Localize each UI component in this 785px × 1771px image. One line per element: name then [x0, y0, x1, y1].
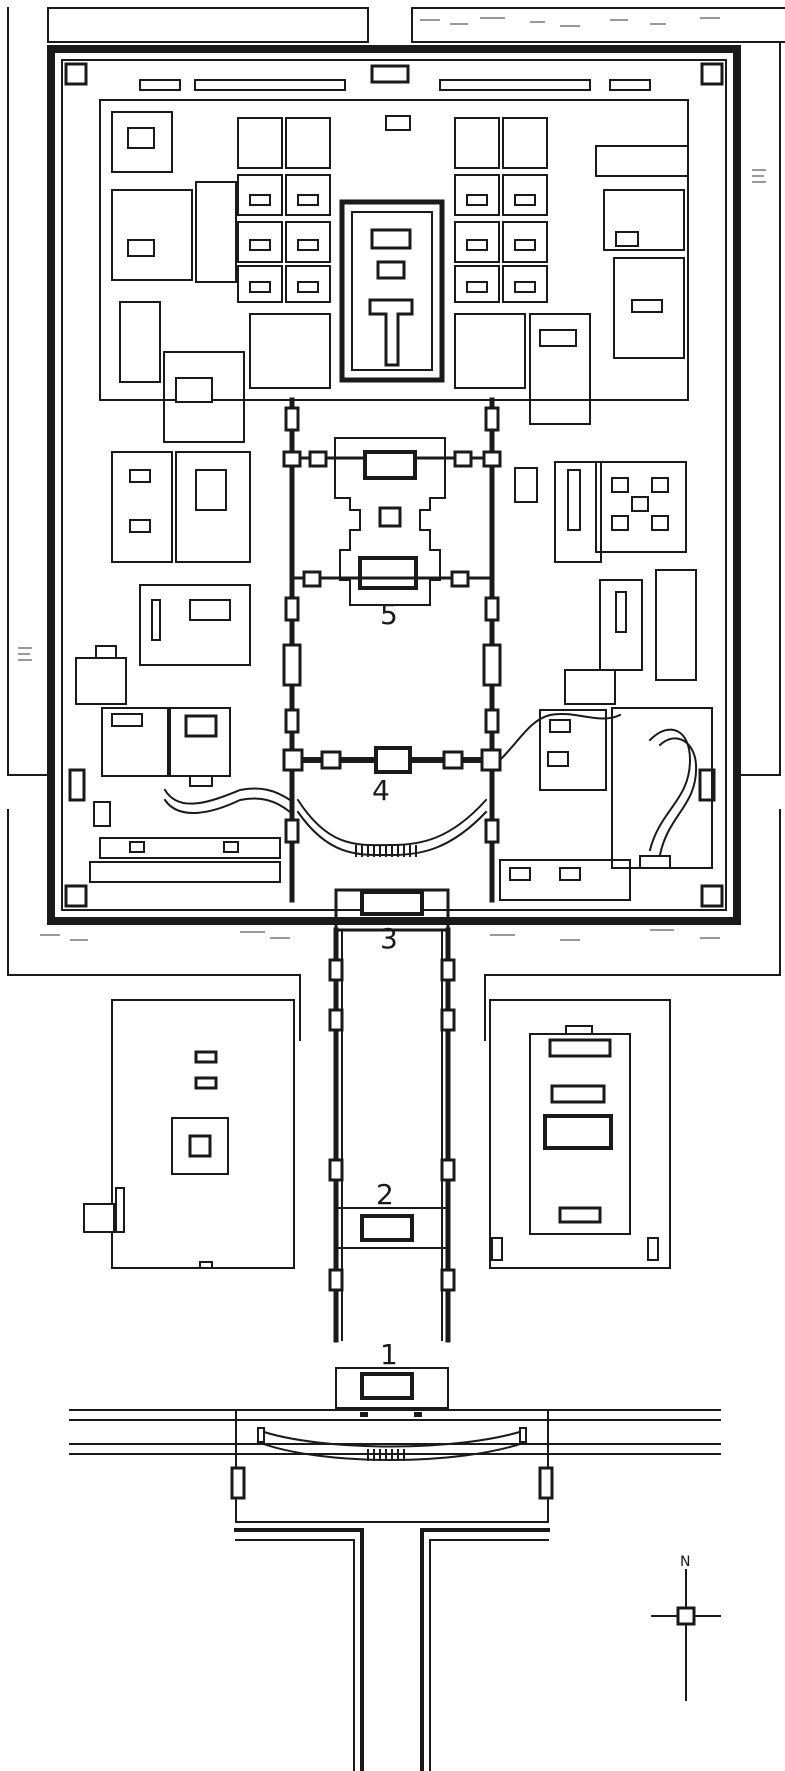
main-hall-court: 5: [282, 397, 502, 903]
outer-moat: [7, 7, 785, 976]
gate-2-label: 2: [376, 1178, 394, 1211]
court-4-label: 4: [372, 774, 390, 807]
approach-avenue: [299, 927, 486, 1343]
east-side-blocks: [514, 461, 697, 705]
east-court-grid: [454, 117, 548, 303]
east-temple-precinct: [489, 999, 671, 1269]
gate-2: 2: [335, 1178, 449, 1249]
hall-5-label: 5: [380, 598, 398, 631]
outer-wall: [47, 45, 741, 925]
gate-1: 1: [335, 1338, 449, 1417]
west-court-grid: [237, 117, 331, 303]
gate-1-label: 1: [380, 1338, 398, 1371]
south-road: [234, 1528, 550, 1771]
west-side-blocks: [75, 451, 251, 705]
southeast-garden: [498, 707, 713, 901]
south-moat-bridge: [69, 1409, 721, 1523]
court-4: 4: [282, 746, 502, 857]
gate-3: 3: [334, 888, 450, 955]
gate-3-label: 3: [380, 922, 398, 955]
north-arrow: N: [651, 1554, 721, 1701]
west-altar-precinct: [83, 999, 295, 1269]
inner-courtyards: [99, 79, 689, 443]
southwest-garden: [89, 707, 292, 883]
north-label: N: [680, 1554, 690, 1570]
